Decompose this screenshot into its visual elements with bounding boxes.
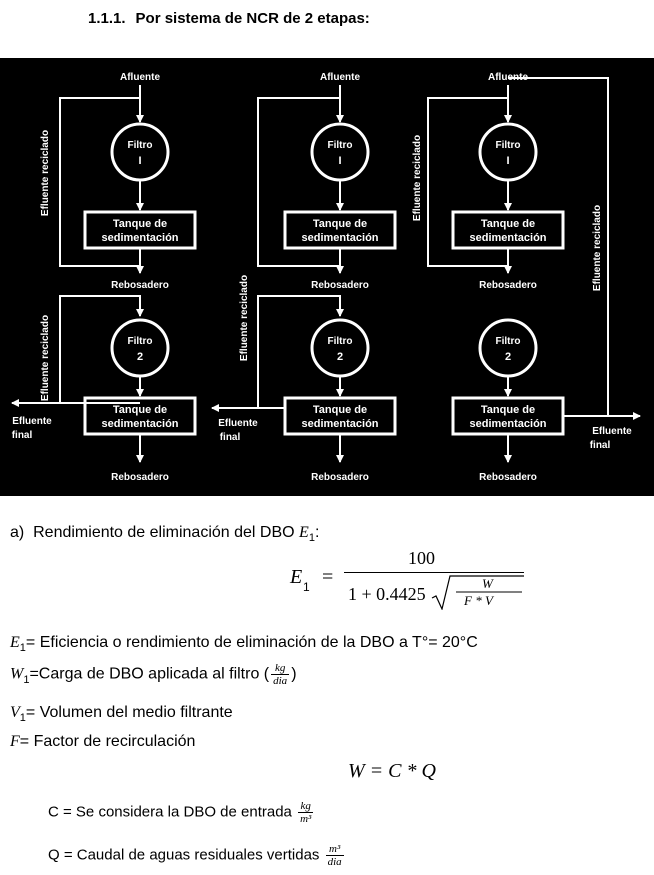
tank-label-line2: sedimentación xyxy=(469,418,546,430)
item-a-prefix: a) xyxy=(10,524,25,541)
section-number: 1.1.1. xyxy=(88,10,126,27)
def-w1-text: =Carga de DBO aplicada al filtro ( xyxy=(29,665,270,683)
final-label: final xyxy=(12,430,33,441)
section-heading: 1.1.1. Por sistema de NCR de 2 etapas: xyxy=(88,10,370,27)
tank-label-line1: Tanque de xyxy=(313,404,367,416)
def-q: Q = Caudal de aguas residuales vertidas … xyxy=(48,843,346,868)
filter-label: Filtro xyxy=(328,336,353,347)
recycle-label: Efluente reciclado xyxy=(592,205,603,291)
filter-circle xyxy=(110,122,170,182)
formula-denominator: 1 + 0.4425 xyxy=(348,584,426,604)
def-q-den: dia xyxy=(327,856,342,868)
rebosadero-label: Rebosadero xyxy=(479,280,537,291)
tank-label-line2: sedimentación xyxy=(101,232,178,244)
rebosadero-label: Rebosadero xyxy=(111,472,169,483)
afluente-label: Afluente xyxy=(120,72,160,83)
item-a-text: Rendimiento de eliminación del DBO xyxy=(33,524,295,541)
def-w1-unit-den: dia xyxy=(273,675,288,687)
def-e1: E1= Eficiencia o rendimiento de eliminac… xyxy=(10,634,478,655)
filter-circle xyxy=(110,318,170,378)
item-a: a) Rendimiento de eliminación del DBO E1… xyxy=(10,524,320,545)
afluente-label: Afluente xyxy=(320,72,360,83)
filter-number: I xyxy=(338,155,341,167)
rebosadero-label: Rebosadero xyxy=(311,472,369,483)
efficiency-formula: E 1 = 100 1 + 0.4425 W F * V xyxy=(290,548,530,610)
def-q-text: Q = Caudal de aguas residuales vertidas xyxy=(48,846,320,864)
efluente-label: Efluente xyxy=(12,416,52,427)
formula-root-den: F * V xyxy=(464,593,493,608)
filter-label: Filtro xyxy=(496,140,521,151)
filter-number: 2 xyxy=(337,351,343,363)
filter-circle xyxy=(478,318,538,378)
def-q-num: m³ xyxy=(325,843,344,856)
recycle-label: Efluente reciclado xyxy=(239,275,250,361)
sedimentation-tank xyxy=(83,210,197,250)
tank-label-line1: Tanque de xyxy=(481,404,535,416)
filter-label: Filtro xyxy=(128,336,153,347)
recycle-line xyxy=(257,97,340,267)
sedimentation-tank xyxy=(451,210,565,250)
def-w1-unit-num: kg xyxy=(271,662,290,675)
tank-label-line1: Tanque de xyxy=(313,218,367,230)
def-v1-text: = Volumen del medio filtrante xyxy=(25,704,233,721)
filter-label: Filtro xyxy=(496,336,521,347)
tank-label-line1: Tanque de xyxy=(113,218,167,230)
filter-circle xyxy=(310,122,370,182)
recycle-label: Efluente reciclado xyxy=(412,135,423,221)
tank-label-line2: sedimentación xyxy=(301,418,378,430)
formula-root-num: W xyxy=(482,576,493,591)
formula-lhs: E xyxy=(290,566,303,588)
recycle-line xyxy=(427,97,508,267)
efluente-label: Efluente xyxy=(592,426,632,437)
filter-circle xyxy=(478,122,538,182)
rebosadero-label: Rebosadero xyxy=(311,280,369,291)
filter-number: I xyxy=(138,155,141,167)
filter-label: Filtro xyxy=(328,140,353,151)
final-label: final xyxy=(220,432,241,443)
filter-number: 2 xyxy=(505,351,511,363)
filter-number: I xyxy=(506,155,509,167)
recycle-line xyxy=(59,97,140,267)
sedimentation-tank xyxy=(283,396,397,436)
formula-lhs-sub: 1 xyxy=(303,580,310,594)
sedimentation-tank xyxy=(451,396,565,436)
recycle-line xyxy=(59,295,144,404)
filter-number: 2 xyxy=(137,351,143,363)
def-e1-text: = Eficiencia o rendimiento de eliminació… xyxy=(25,634,478,651)
formula-numerator: 100 xyxy=(408,548,435,568)
final-label: final xyxy=(590,440,611,451)
def-v1: V1= Volumen del medio filtrante xyxy=(10,704,233,725)
rebosadero-label: Rebosadero xyxy=(111,280,169,291)
recycle-label: Efluente reciclado xyxy=(40,315,51,401)
def-f-text: = Factor de recirculación xyxy=(19,733,196,750)
w-formula: W = C * Q xyxy=(348,760,436,782)
rebosadero-label: Rebosadero xyxy=(479,472,537,483)
tank-label-line1: Tanque de xyxy=(113,404,167,416)
def-c-den: m³ xyxy=(300,813,312,825)
tank-label-line2: sedimentación xyxy=(469,232,546,244)
recycle-label: Efluente reciclado xyxy=(40,130,51,216)
tank-label-line2: sedimentación xyxy=(101,418,178,430)
def-c-num: kg xyxy=(298,800,314,813)
def-f: F= Factor de recirculación xyxy=(10,733,196,750)
section-title: Por sistema de NCR de 2 etapas: xyxy=(135,10,370,27)
filter-label: Filtro xyxy=(128,140,153,151)
tank-label-line2: sedimentación xyxy=(301,232,378,244)
efluente-label: Efluente xyxy=(218,418,258,429)
tank-label-line1: Tanque de xyxy=(481,218,535,230)
filter-circle xyxy=(310,318,370,378)
def-c-text: C = Se considera la DBO de entrada xyxy=(48,803,292,821)
